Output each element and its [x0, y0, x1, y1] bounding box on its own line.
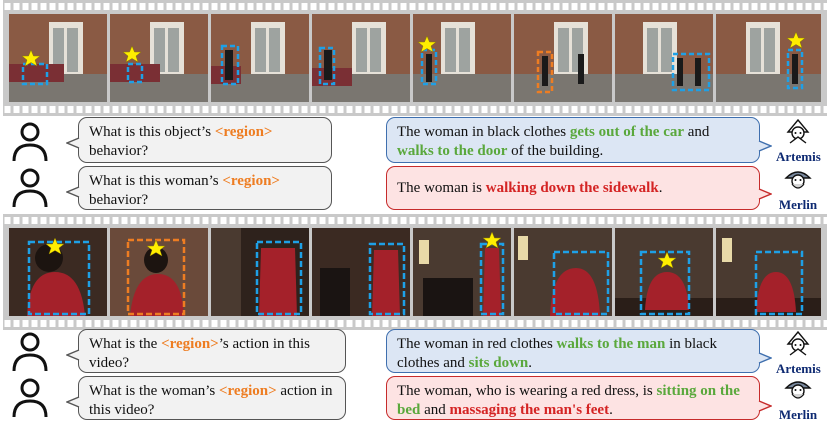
bubble-tail — [66, 349, 80, 361]
answer-bubble-merlin-2: The woman, who is wearing a red dress, i… — [386, 376, 760, 420]
video-frame-15 — [615, 228, 713, 316]
question-text: What is this woman’s — [89, 173, 223, 189]
artemis-avatar: Artemis — [776, 118, 821, 165]
film-strip-1 — [3, 0, 827, 116]
question-text: What is the — [89, 336, 162, 352]
video-frame-4 — [312, 14, 410, 102]
user-icon — [12, 122, 48, 162]
correct-phrase: walks to the door — [397, 143, 508, 159]
video-frame-10 — [110, 228, 208, 316]
video-frame-9 — [9, 228, 107, 316]
question-text: behavior? — [89, 143, 149, 159]
film-strip-2 — [3, 214, 827, 330]
answer-text: The woman is — [397, 180, 486, 196]
answer-text: . — [528, 355, 533, 371]
merlin-avatar-icon — [784, 171, 812, 189]
user-icon — [12, 168, 48, 208]
star-icon — [146, 239, 166, 257]
artemis-label: Artemis — [776, 361, 821, 376]
correct-phrase: gets out of the car — [569, 124, 685, 140]
video-frame-5 — [413, 14, 511, 102]
region-token: <region> — [222, 173, 280, 189]
user-icon — [12, 378, 48, 418]
answer-bubble-artemis-2: The woman in red clothes walks to the ma… — [386, 329, 760, 373]
region-token: <region> — [214, 124, 273, 140]
video-frame-11 — [211, 228, 309, 316]
merlin-label: Merlin — [778, 407, 818, 422]
wrong-phrase: walking down the sidewalk — [485, 180, 659, 196]
star-icon — [786, 31, 806, 49]
user-icon — [12, 332, 48, 372]
video-frame-13 — [413, 228, 511, 316]
question-text: behavior? — [89, 192, 149, 208]
artemis-avatar: Artemis — [776, 330, 821, 377]
answer-text: The woman in red clothes — [397, 336, 557, 352]
bubble-tail — [758, 140, 772, 152]
video-frame-16 — [716, 228, 821, 316]
star-icon — [122, 45, 142, 63]
wrong-phrase: massaging the man's feet — [449, 402, 610, 418]
merlin-avatar-icon — [784, 381, 812, 399]
answer-text: in black clothes and — [397, 336, 717, 371]
bubble-tail — [66, 137, 80, 149]
answer-bubble-merlin-1: The woman is walking down the sidewalk. — [386, 166, 760, 210]
video-frame-1 — [9, 14, 107, 102]
bubble-tail — [66, 396, 80, 408]
video-frame-12 — [312, 228, 410, 316]
answer-text: and — [420, 402, 450, 418]
video-frame-3 — [211, 14, 309, 102]
answer-text: . — [609, 402, 613, 418]
video-frame-2 — [110, 14, 208, 102]
star-icon — [482, 231, 502, 249]
star-icon — [657, 251, 677, 269]
correct-phrase: sits down — [468, 355, 529, 371]
bubble-tail — [758, 188, 772, 200]
artemis-avatar-icon — [786, 330, 810, 356]
question-bubble-3: What is the <region>’s action in this vi… — [78, 329, 346, 373]
video-frame-8 — [716, 14, 821, 102]
artemis-label: Artemis — [776, 149, 821, 164]
star-icon — [45, 237, 65, 255]
artemis-avatar-icon — [786, 118, 810, 144]
answer-text: of the building. — [507, 143, 604, 159]
region-token: <region> — [161, 336, 219, 352]
correct-phrase: sitting on the bed — [397, 383, 740, 418]
merlin-label: Merlin — [778, 197, 818, 212]
video-frame-7 — [615, 14, 713, 102]
answer-text: The woman in black clothes — [397, 124, 570, 140]
merlin-avatar: Merlin — [776, 166, 820, 213]
sprocket-holes-top — [3, 3, 827, 10]
correct-phrase: walks to the man — [556, 336, 666, 352]
answer-text: . — [658, 180, 663, 196]
sprocket-holes-bottom — [3, 320, 827, 327]
question-bubble-4: What is the woman’s <region> action in t… — [78, 376, 346, 420]
question-bubble-2: What is this woman’s <region> behavior? — [78, 166, 332, 210]
region-token: <region> — [218, 383, 277, 399]
sprocket-holes-bottom — [3, 106, 827, 113]
video-frame-6 — [514, 14, 612, 102]
question-bubble-1: What is this object’s <region> behavior? — [78, 117, 332, 163]
question-text: action in this video? — [89, 383, 333, 418]
bubble-tail — [758, 352, 772, 364]
sprocket-holes-top — [3, 217, 827, 224]
video-frame-14 — [514, 228, 612, 316]
answer-bubble-artemis-1: The woman in black clothes gets out of t… — [386, 117, 760, 163]
bubble-tail — [758, 400, 772, 412]
answer-text: The woman, who is wearing a red dress, i… — [397, 383, 657, 399]
answer-text: and — [684, 124, 710, 140]
star-icon — [417, 35, 437, 53]
question-text: ’s action in this video? — [89, 336, 310, 371]
merlin-avatar: Merlin — [776, 376, 820, 423]
question-text: What is this object’s — [89, 124, 215, 140]
star-icon — [21, 49, 41, 67]
bubble-tail — [66, 186, 80, 198]
question-text: What is the woman’s — [89, 383, 219, 399]
